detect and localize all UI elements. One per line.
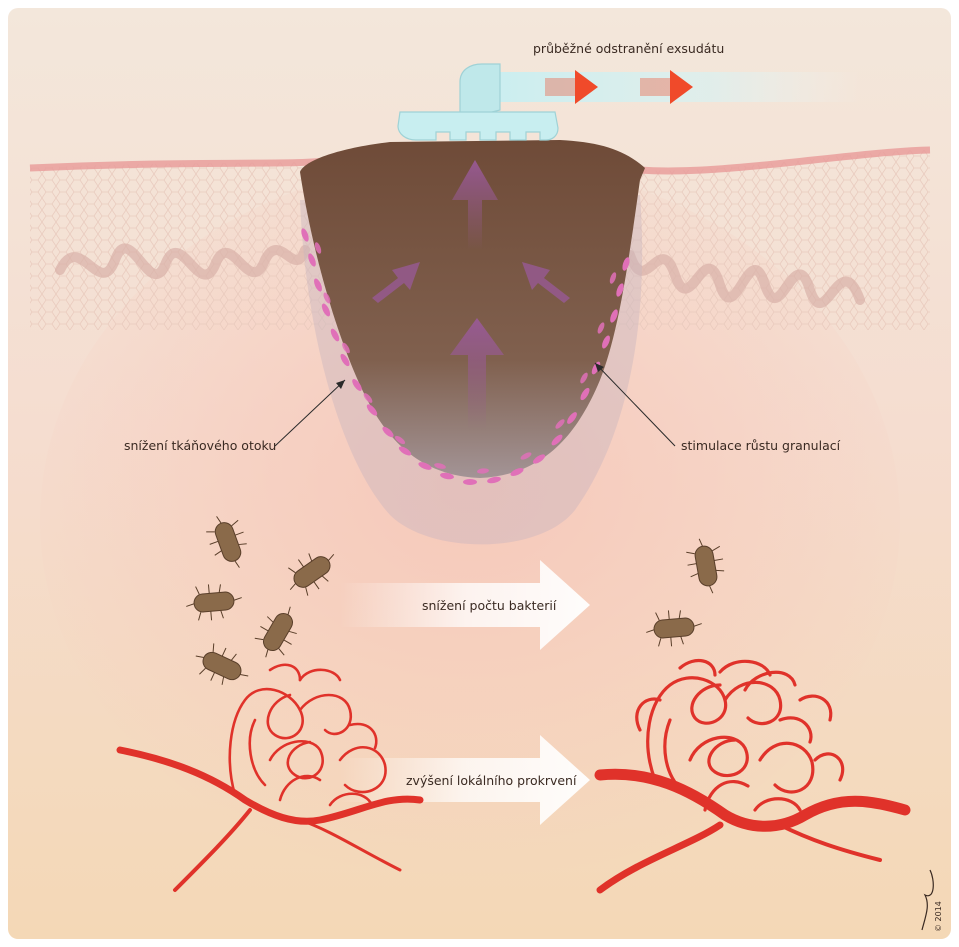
capillary-network-icon xyxy=(116,663,424,892)
tissue-glow xyxy=(40,160,900,880)
arrow-icon xyxy=(372,262,420,303)
label-bacteria-reduction: snížení počtu bakterií xyxy=(422,598,557,613)
arrow-icon xyxy=(575,70,598,104)
label-granulation-stimulation: stimulace růstu granulací xyxy=(681,438,841,453)
perfusion-process-arrow xyxy=(340,735,590,825)
bacterium-icon xyxy=(646,610,702,647)
bacterium-icon xyxy=(288,553,335,596)
arrow-icon xyxy=(595,363,604,372)
arrow-icon xyxy=(336,380,345,389)
bacterium-icon xyxy=(195,643,249,685)
suction-arrows xyxy=(450,160,504,430)
granulation-pointer-line xyxy=(594,362,676,447)
capillary-network-icon xyxy=(594,658,911,894)
edema-pointer-line xyxy=(274,379,346,447)
bacteria-process-arrow xyxy=(340,560,590,650)
arrow-icon xyxy=(450,318,504,430)
label-exudate-removal: průběžné odstranění exsudátu xyxy=(533,41,725,56)
bacterium-icon xyxy=(206,516,247,568)
label-perfusion-increase: zvýšení lokálního prokrvení xyxy=(406,773,577,788)
label-edema-reduction: snížení tkáňového otoku xyxy=(124,438,277,453)
bacteria-before xyxy=(186,516,335,685)
granulation-cells xyxy=(301,228,630,485)
exudate-arrows xyxy=(545,70,693,104)
copyright-text: © 2014 xyxy=(934,901,943,932)
bacteria-after xyxy=(646,538,725,647)
artist-signature-mark xyxy=(921,869,934,931)
bacterium-icon xyxy=(186,584,242,621)
arrow-icon xyxy=(452,160,498,250)
bacterium-icon xyxy=(254,606,297,658)
arrow-icon xyxy=(522,262,570,303)
arrow-icon xyxy=(670,70,693,104)
wound-bed xyxy=(300,140,645,478)
bacterium-icon xyxy=(686,538,725,594)
suction-side-arrows xyxy=(372,262,570,303)
signature-copyright: © 2014 xyxy=(934,901,943,932)
